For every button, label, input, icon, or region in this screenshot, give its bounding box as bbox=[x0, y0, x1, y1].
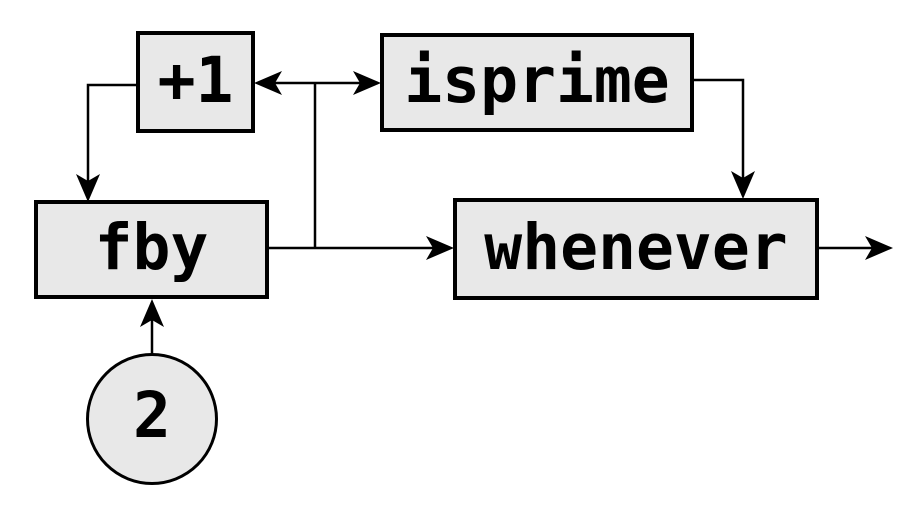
edge-two-to-fby bbox=[140, 299, 164, 356]
arrowhead-left-icon bbox=[254, 71, 282, 95]
edge-fby-to-plus1 bbox=[254, 71, 315, 95]
edge-plus1-to-fby bbox=[76, 83, 138, 202]
node-plus1-label: +1 bbox=[157, 43, 234, 117]
arrowhead-up-icon bbox=[140, 299, 164, 327]
edge-whenever-output bbox=[817, 236, 893, 260]
arrowhead-right-icon bbox=[865, 236, 893, 260]
arrowhead-right-icon bbox=[353, 71, 381, 95]
node-two-label: 2 bbox=[133, 378, 171, 452]
edge-line bbox=[692, 78, 745, 182]
arrowhead-down-icon bbox=[76, 174, 100, 202]
node-whenever-label: whenever bbox=[484, 210, 788, 284]
node-isprime-label: isprime bbox=[404, 44, 670, 117]
arrowhead-down-icon bbox=[731, 171, 755, 199]
edge-fby-to-whenever bbox=[267, 236, 454, 260]
node-two: 2 bbox=[86, 353, 218, 485]
node-fby: fby bbox=[34, 200, 269, 299]
arrowhead-right-icon bbox=[426, 236, 454, 260]
node-fby-label: fby bbox=[94, 211, 209, 284]
node-whenever: whenever bbox=[453, 198, 819, 300]
edge-line bbox=[86, 83, 138, 182]
node-isprime: isprime bbox=[380, 33, 694, 132]
edge-fby-to-isprime bbox=[315, 71, 381, 95]
edge-isprime-to-whenever bbox=[692, 78, 755, 199]
node-plus1: +1 bbox=[136, 31, 255, 133]
